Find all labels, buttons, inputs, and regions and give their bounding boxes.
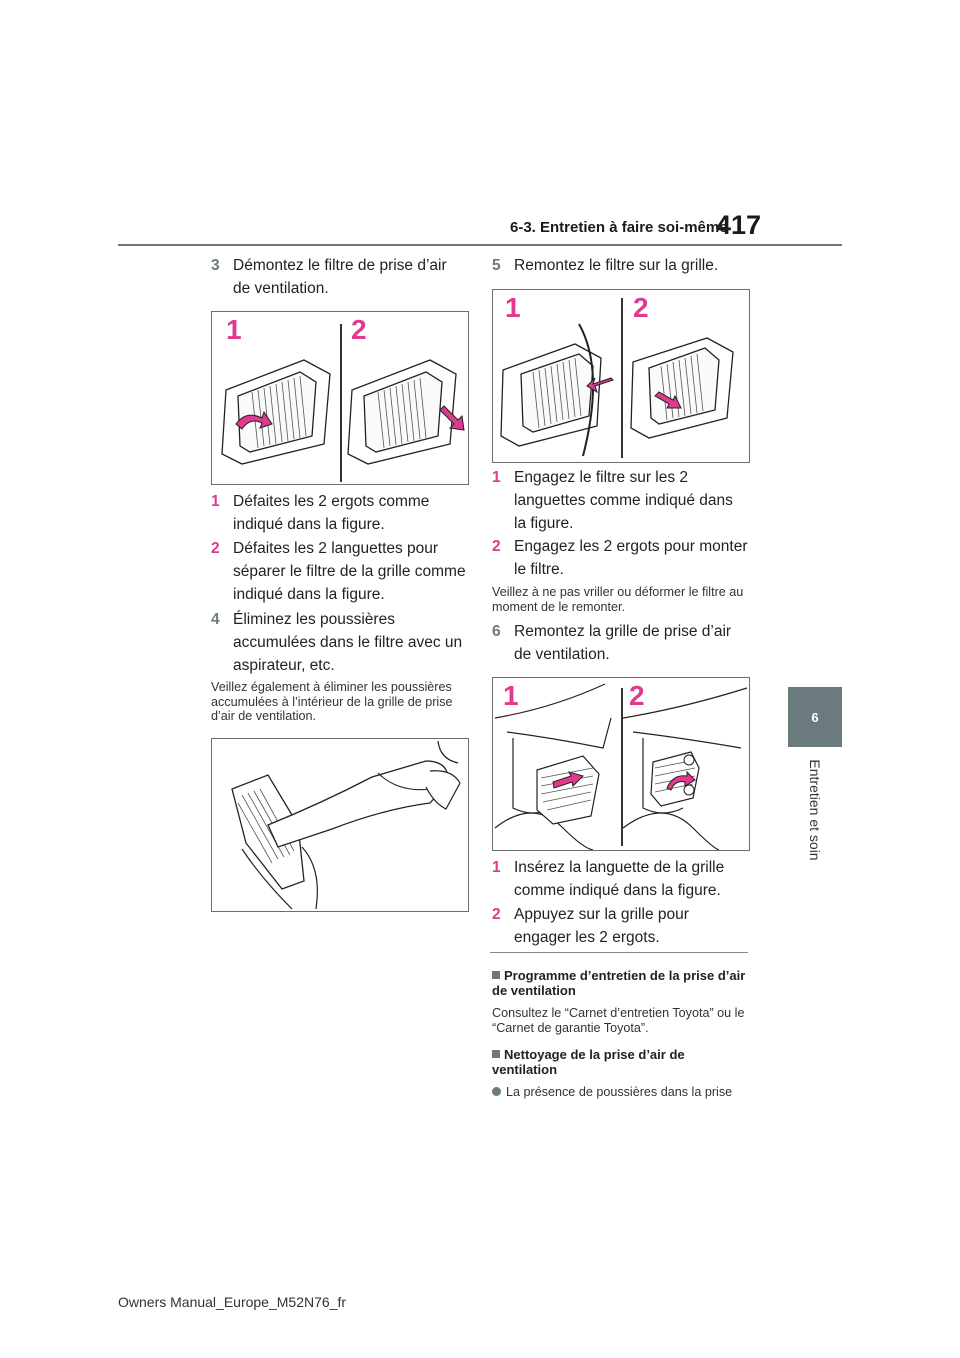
- substep-text: Défaites les 2 languettes pour séparer l…: [233, 540, 466, 603]
- note-left: Veillez également à éliminer les poussiè…: [211, 680, 453, 723]
- figure-reinstall-grille: 1 2: [492, 677, 750, 851]
- callout-2: 2: [633, 292, 649, 323]
- section-rule: [490, 952, 748, 953]
- callout-2: 2: [629, 680, 645, 711]
- substep-text: Appuyez sur la grille pour engager les 2…: [514, 906, 689, 946]
- arrow-icon: [654, 391, 682, 409]
- substep-number: 1: [211, 493, 220, 510]
- step-text: Remontez le filtre sur la grille.: [514, 257, 719, 274]
- substep-number: 2: [211, 540, 220, 557]
- step-number: 4: [211, 611, 220, 628]
- substep-number: 1: [492, 859, 501, 876]
- step-3: 3 Démontez le filtre de prise d’air de v…: [211, 254, 467, 300]
- bullet-item: La présence de poussières dans la prise: [492, 1085, 748, 1100]
- substep-text: Défaites les 2 ergots comme indiqué dans…: [233, 493, 430, 533]
- substep-text: Engagez les 2 ergots pour monter le filt…: [514, 538, 748, 578]
- page-number: 417: [716, 210, 762, 240]
- substep-1: 1 Insérez la languette de la grille comm…: [492, 856, 748, 902]
- heading-text: Programme d’entretien de la prise d’air …: [492, 968, 746, 998]
- arrow-icon: [552, 771, 584, 789]
- filter-illustration: [500, 323, 734, 457]
- square-bullet-icon: [492, 1050, 500, 1058]
- arrow-icon: [666, 770, 696, 791]
- substep-2: 2 Défaites les 2 languettes pour séparer…: [211, 537, 467, 606]
- arrow-icon: [439, 405, 465, 431]
- figure-divider: [621, 688, 623, 846]
- figure-remove-filter: 1 2: [211, 311, 469, 485]
- header-rule: [118, 244, 842, 246]
- step-number: 3: [211, 257, 220, 274]
- substep-1: 1 Défaites les 2 ergots comme indiqué da…: [211, 490, 467, 536]
- callout-1: 1: [505, 292, 521, 323]
- footer-doc-id: Owners Manual_Europe_M52N76_fr: [118, 1294, 347, 1310]
- substep-number: 2: [492, 906, 501, 923]
- chapter-label-container: Entretien et soin: [772, 759, 858, 861]
- substep-text: Insérez la languette de la grille comme …: [514, 859, 725, 899]
- arrow-icon: [586, 377, 614, 394]
- heading-text: Nettoyage de la prise d’air de ventilati…: [492, 1047, 685, 1077]
- substep-number: 2: [492, 538, 501, 555]
- step-number: 5: [492, 257, 501, 274]
- substep-2: 2 Engagez les 2 ergots pour monter le fi…: [492, 535, 748, 581]
- step-6: 6 Remontez la grille de prise d’air de v…: [492, 620, 748, 666]
- callout-1: 1: [503, 680, 519, 711]
- figure-vacuum: [211, 738, 469, 912]
- step-4: 4 Éliminez les poussières accumulées dan…: [211, 608, 467, 677]
- step-text: Démontez le filtre de prise d’air de ven…: [233, 257, 447, 297]
- figure-divider: [621, 298, 623, 458]
- chapter-tab: 6: [788, 687, 842, 747]
- chapter-number: 6: [811, 709, 819, 725]
- paragraph-maintenance: Consultez le “Carnet d’entretien Toyota”…: [492, 1006, 745, 1035]
- figure-divider: [340, 324, 342, 482]
- vacuum-illustration: [231, 740, 461, 910]
- substep-2: 2 Appuyez sur la grille pour engager les…: [492, 903, 748, 949]
- figure-reassemble-filter: 1 2: [492, 289, 750, 463]
- step-text: Remontez la grille de prise d’air de ven…: [514, 623, 732, 663]
- heading-cleaning: Nettoyage de la prise d’air de ventilati…: [492, 1047, 748, 1077]
- filter-illustration: [221, 359, 465, 465]
- arrow-icon: [235, 410, 273, 430]
- grille-illustration: [494, 683, 748, 850]
- note-right: Veillez à ne pas vriller ou déformer le …: [492, 585, 744, 614]
- chapter-label: Entretien et soin: [807, 759, 823, 861]
- callout-2: 2: [351, 314, 367, 345]
- square-bullet-icon: [492, 971, 500, 979]
- substep-1: 1 Engagez le filtre sur les 2 languettes…: [492, 466, 748, 535]
- round-bullet-icon: [492, 1087, 501, 1096]
- step-text: Éliminez les poussières accumulées dans …: [233, 611, 463, 674]
- step-number: 6: [492, 623, 501, 640]
- step-5: 5 Remontez le filtre sur la grille.: [492, 254, 748, 277]
- substep-number: 1: [492, 469, 501, 486]
- callout-1: 1: [226, 314, 242, 345]
- section-title: 6-3. Entretien à faire soi-même: [510, 219, 728, 236]
- substep-text: Engagez le filtre sur les 2 languettes c…: [514, 469, 733, 532]
- bullet-text: La présence de poussières dans la prise: [506, 1085, 733, 1099]
- heading-maintenance-schedule: Programme d’entretien de la prise d’air …: [492, 968, 748, 998]
